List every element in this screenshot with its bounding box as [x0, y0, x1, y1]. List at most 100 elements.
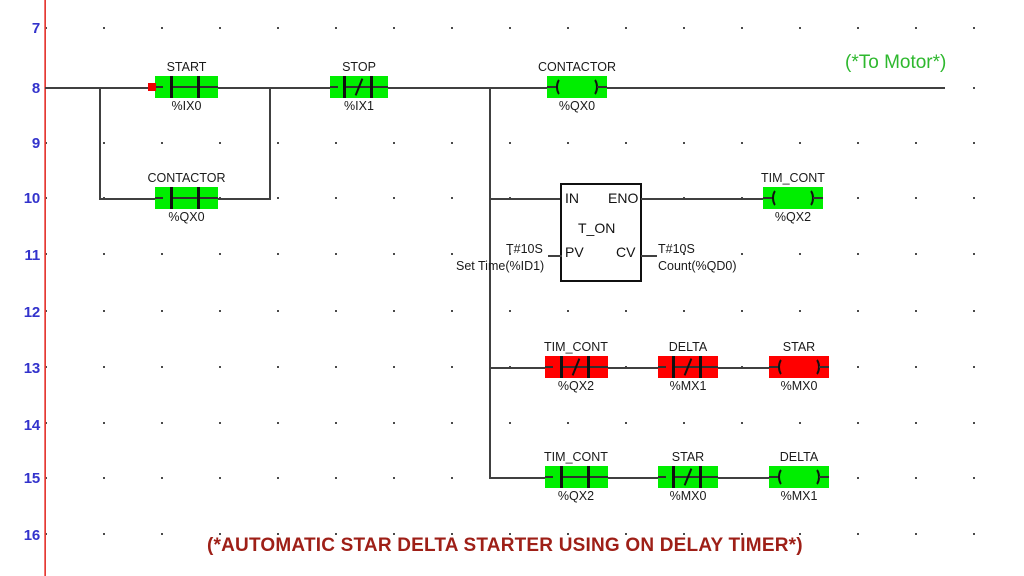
grid-dot — [393, 27, 395, 29]
contact-stop[interactable] — [330, 76, 388, 98]
fb-pin-in: IN — [565, 190, 579, 206]
grid-dot — [973, 422, 975, 424]
coil-delta-arc-left — [778, 467, 791, 487]
grid-dot — [393, 310, 395, 312]
contact-tim-cont-nc[interactable] — [545, 356, 608, 378]
grid-dot — [451, 142, 453, 144]
grid-dot — [277, 310, 279, 312]
contact-star-nc-bar-left — [672, 466, 675, 488]
grid-dot — [741, 533, 743, 535]
grid-dot — [741, 422, 743, 424]
row-number-7: 7 — [31, 20, 40, 37]
contact-tim-cont-no[interactable] — [545, 466, 608, 488]
grid-dot — [219, 27, 221, 29]
vertical-bus-main — [489, 87, 491, 479]
contact-delta-nc-address: %MX1 — [669, 379, 707, 393]
grid-dot — [393, 366, 395, 368]
grid-dot — [219, 533, 221, 535]
grid-dot — [219, 253, 221, 255]
grid-dot — [161, 477, 163, 479]
grid-dot — [103, 310, 105, 312]
contact-tim-cont-no-bar-left — [560, 466, 563, 488]
coil-delta[interactable] — [769, 466, 829, 488]
grid-dot — [335, 366, 337, 368]
grid-dot — [277, 533, 279, 535]
grid-dot — [683, 27, 685, 29]
grid-dot — [103, 533, 105, 535]
row-number-15: 15 — [23, 470, 40, 487]
grid-dot — [625, 27, 627, 29]
fb-pin-pv: PV — [565, 244, 584, 260]
grid-dot — [161, 422, 163, 424]
grid-dot — [625, 142, 627, 144]
grid-dot — [683, 533, 685, 535]
grid-dot — [161, 310, 163, 312]
contact-start-address: %IX0 — [171, 99, 202, 113]
grid-dot — [335, 477, 337, 479]
grid-dot — [335, 422, 337, 424]
grid-dot — [45, 533, 47, 535]
row-number-14: 14 — [23, 417, 40, 434]
coil-tim-cont-label: TIM_CONT — [761, 171, 825, 185]
grid-dot — [219, 477, 221, 479]
contact-start-label: START — [166, 60, 207, 74]
coil-star[interactable] — [769, 356, 829, 378]
function-block-t-on[interactable] — [560, 183, 642, 282]
contact-start-stub-right — [200, 86, 218, 88]
coil-contactor-arc-left — [556, 77, 569, 97]
contact-delta-nc[interactable] — [658, 356, 718, 378]
wire-branch-seg1 — [99, 198, 156, 200]
contact-contactor-sealin-midwire — [173, 197, 197, 199]
row-number-13: 13 — [23, 360, 40, 377]
grid-dot — [45, 366, 47, 368]
contact-stop-address: %IX1 — [344, 99, 374, 113]
coil-star-arc-left — [778, 357, 791, 377]
coil-tim-cont[interactable] — [763, 187, 823, 209]
grid-dot — [973, 27, 975, 29]
contact-delta-nc-stub-left — [658, 366, 666, 368]
contact-tim-cont-no-address: %QX2 — [557, 489, 595, 503]
grid-dot — [799, 253, 801, 255]
coil-tim-cont-stub-left — [763, 197, 773, 199]
grid-dot — [393, 253, 395, 255]
selection-cursor-marker[interactable] — [148, 83, 156, 91]
grid-dot — [799, 27, 801, 29]
grid-dot — [45, 142, 47, 144]
branch-right-vertical — [269, 87, 271, 199]
coil-star-stub-left — [769, 366, 779, 368]
grid-dot — [393, 477, 395, 479]
contact-tim-cont-no-label: TIM_CONT — [544, 450, 608, 464]
coil-contactor[interactable] — [547, 76, 607, 98]
grid-dot — [857, 253, 859, 255]
grid-dot — [393, 142, 395, 144]
grid-dot — [567, 142, 569, 144]
contact-start-bar-right — [197, 76, 200, 98]
contact-contactor-sealin-bar-right — [197, 187, 200, 209]
grid-dot — [219, 310, 221, 312]
grid-dot — [567, 422, 569, 424]
contact-star-nc[interactable] — [658, 466, 718, 488]
timer-current-label: Count(%QD0) — [658, 259, 737, 273]
grid-dot — [625, 533, 627, 535]
contact-star-nc-stub-right — [702, 476, 718, 478]
grid-dot — [915, 253, 917, 255]
grid-dot — [857, 422, 859, 424]
grid-dot — [45, 27, 47, 29]
grid-dot — [915, 142, 917, 144]
grid-dot — [451, 477, 453, 479]
grid-dot — [915, 477, 917, 479]
contact-contactor-sealin[interactable] — [155, 187, 218, 209]
grid-dot — [857, 310, 859, 312]
grid-dot — [277, 253, 279, 255]
branch-left-vertical — [99, 87, 101, 199]
contact-stop-stub-left — [330, 86, 338, 88]
grid-dot — [161, 253, 163, 255]
grid-dot — [277, 142, 279, 144]
grid-dot — [219, 366, 221, 368]
grid-dot — [973, 533, 975, 535]
contact-stop-stub-right — [373, 86, 388, 88]
wire-rung8-seg2 — [218, 87, 338, 89]
coil-delta-label: DELTA — [779, 450, 819, 464]
contact-start[interactable] — [155, 76, 218, 98]
